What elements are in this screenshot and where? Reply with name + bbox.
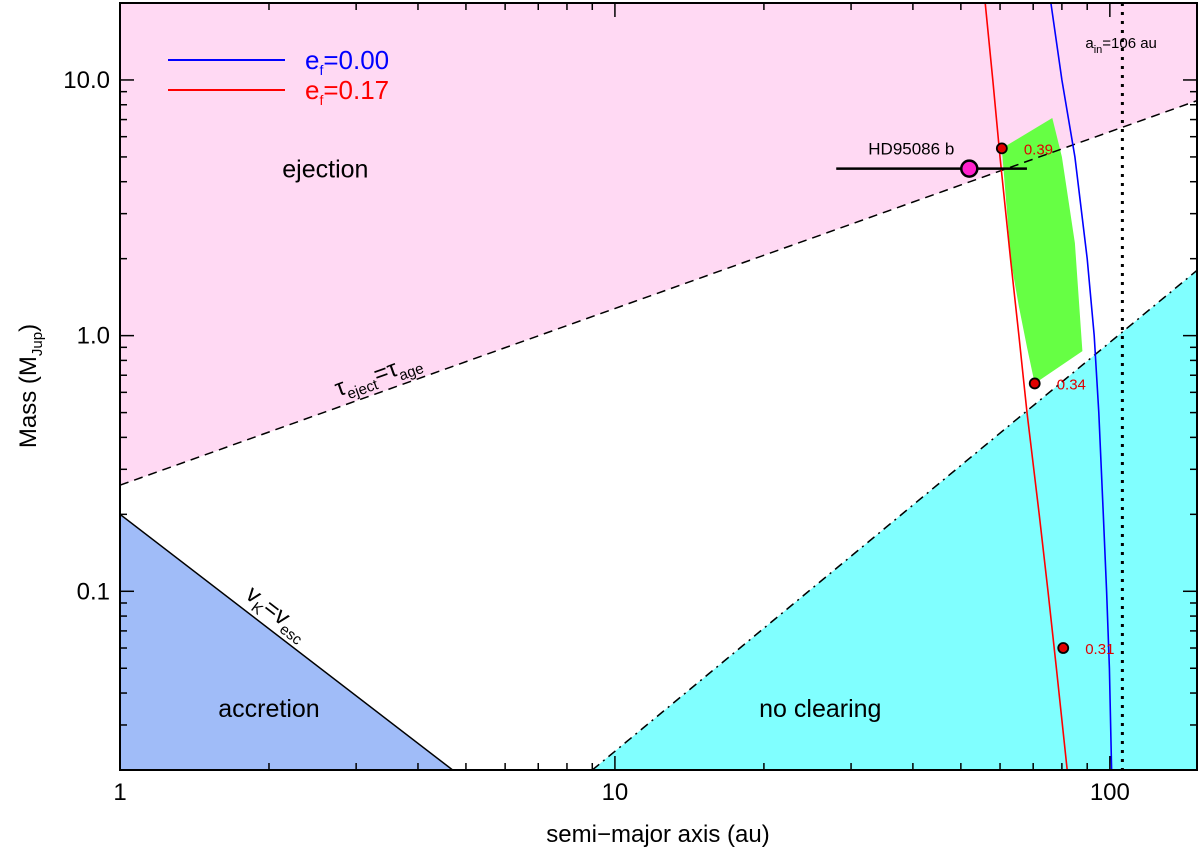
legend-label-suffix-1: =0.17 [323, 75, 389, 105]
legend-label-1: ef=0.17 [305, 75, 389, 108]
legend-label-sub-1: f [319, 92, 323, 108]
vline-label-suffix: =106 au [1102, 35, 1157, 52]
marked-point-label-1: 0.34 [1057, 376, 1086, 393]
boundary-ejection [120, 99, 1197, 486]
y-axis-title-close: ) [15, 324, 42, 332]
series-line-0 [1050, 3, 1113, 770]
x-tick-label: 10 [602, 779, 629, 806]
planet-label: HD95086 b [868, 140, 954, 159]
lines-layer [120, 3, 1197, 770]
legend-label-0: ef=0.00 [305, 45, 389, 78]
marked-point-2 [1057, 642, 1070, 654]
x-tick-label: 1 [113, 779, 126, 806]
series-line-1 [984, 3, 1068, 770]
boundary-no-clearing [591, 269, 1197, 770]
y-tick-label: 0.1 [77, 578, 110, 605]
legend-label-suffix-0: =0.00 [323, 45, 389, 75]
marked-point-label-2: 0.31 [1085, 641, 1114, 658]
marked-point-label-0: 0.39 [1024, 141, 1053, 158]
axes-layer: 1 10 100 0.1 1.0 10.0 [63, 2, 1197, 806]
labels-layer: HD95086 b 0.39 0.34 0.31 ejection accretion no… [218, 35, 1157, 723]
marked-point-1 [1028, 377, 1041, 390]
y-axis-title-main: Mass (M [15, 356, 42, 448]
planet-marker [960, 159, 979, 178]
region-ejection [120, 3, 1197, 486]
plot-frame [119, 2, 1198, 771]
vline-label: ain=106 au [1085, 35, 1157, 56]
x-tick-label: 100 [1090, 779, 1130, 806]
region-label-accretion: accretion [218, 695, 319, 723]
y-axis-title-sub: Jup [29, 332, 46, 356]
y-tick-label: 10.0 [63, 67, 110, 94]
legend-label-main-0: e [305, 45, 319, 75]
legend-label-main-1: e [305, 75, 319, 105]
legend-label-sub-0: f [319, 62, 323, 78]
region-label-ejection: ejection [282, 156, 368, 184]
region-allowed [1001, 118, 1083, 384]
marked-point-0 [995, 142, 1008, 155]
y-tick-label: 1.0 [77, 323, 110, 350]
marks-layer [836, 142, 1070, 654]
vline-label-sub: in [1094, 44, 1103, 56]
region-label-no-clearing: no clearing [759, 695, 881, 723]
y-axis-title: Mass (MJup) [15, 324, 46, 448]
boundary-accretion [120, 513, 454, 770]
vline-label-main: a [1085, 35, 1094, 52]
x-axis-title: semi−major axis (au) [546, 821, 769, 848]
